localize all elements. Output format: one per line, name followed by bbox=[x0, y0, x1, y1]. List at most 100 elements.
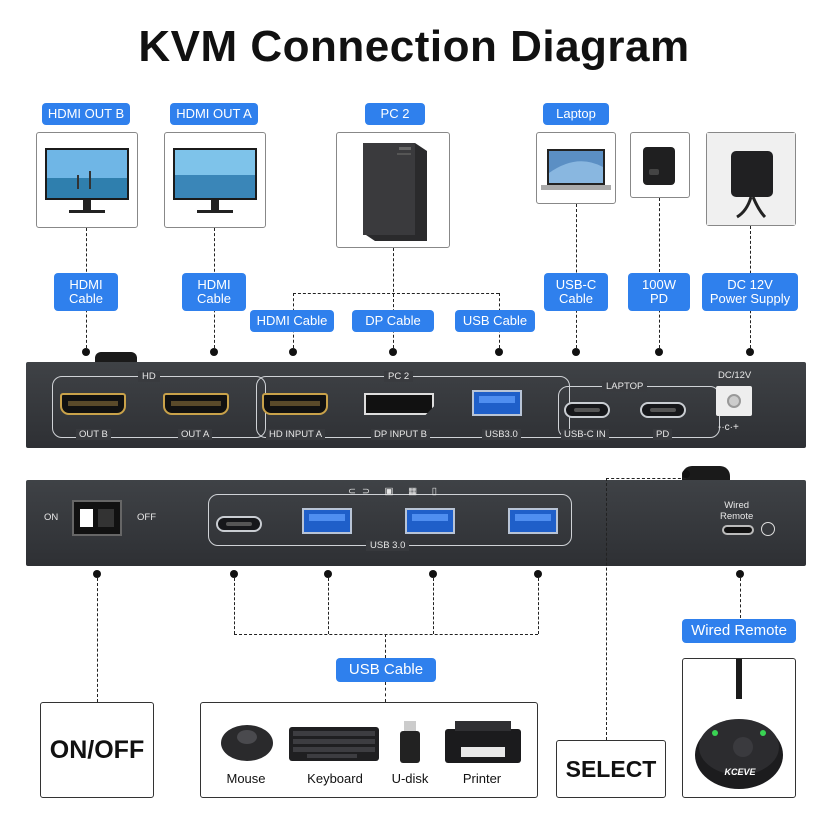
connector-line bbox=[328, 578, 329, 634]
pc2-card bbox=[336, 132, 450, 248]
hd-input-a-label: HD INPUT A bbox=[266, 429, 326, 440]
power-adapter-icon bbox=[707, 133, 795, 225]
usb-cable-bottom-label: USB Cable bbox=[336, 658, 436, 682]
pc-tower-icon bbox=[363, 143, 427, 241]
dc12v-label: DC/12V bbox=[718, 370, 752, 381]
label-hdmi-out-b: HDMI OUT B bbox=[42, 103, 130, 125]
diagram-title: KVM Connection Diagram bbox=[138, 22, 690, 71]
off-label: OFF bbox=[137, 512, 156, 523]
select-knob-rear bbox=[95, 352, 137, 364]
label-hdmi-out-a: HDMI OUT A bbox=[170, 103, 258, 125]
dc-polarity-icon: -·c·+ bbox=[718, 422, 739, 433]
select-box: SELECT bbox=[556, 740, 666, 798]
select-text: SELECT bbox=[565, 755, 657, 782]
connector-dot bbox=[534, 570, 542, 578]
usb30-front-label: USB 3.0 bbox=[366, 540, 410, 551]
connector-dot bbox=[572, 348, 580, 356]
hdmi-cable-a-label: HDMI Cable bbox=[182, 273, 246, 311]
connector-dot bbox=[736, 570, 744, 578]
connector-dot bbox=[746, 348, 754, 356]
usb30-front-port-3 bbox=[508, 508, 558, 534]
peripheral-icons: ⊂⊃ ▣ ▦ ▯ bbox=[348, 486, 444, 497]
usb30-label-rear: USB3.0 bbox=[482, 429, 521, 440]
charger-icon bbox=[643, 147, 675, 185]
wired-remote-icon bbox=[695, 659, 783, 789]
connector-dot bbox=[289, 348, 297, 356]
monitor-icon bbox=[173, 148, 257, 213]
kvm-front-panel: ON OFF USB 3.0 ⊂⊃ ▣ ▦ ▯ Wired Remote bbox=[26, 480, 806, 566]
connector-line bbox=[538, 578, 539, 634]
connector-dot bbox=[682, 470, 690, 478]
connector-dot bbox=[210, 348, 218, 356]
connector-line bbox=[385, 682, 386, 702]
connector-line bbox=[393, 248, 394, 348]
connector-dot bbox=[82, 348, 90, 356]
connector-line bbox=[433, 578, 434, 634]
connector-dot bbox=[93, 570, 101, 578]
laptop-card bbox=[536, 132, 616, 204]
usbc-in-label: USB-C IN bbox=[561, 429, 609, 440]
hd-input-a-port bbox=[262, 393, 328, 415]
connector-line bbox=[234, 578, 235, 634]
power-switch[interactable] bbox=[72, 500, 122, 536]
dp-input-b-port bbox=[364, 393, 434, 415]
wired-remote-port bbox=[722, 525, 754, 535]
wired-remote-label: Wired Remote bbox=[682, 619, 796, 643]
keyboard-label: Keyboard bbox=[307, 771, 363, 786]
udisk-label: U-disk bbox=[391, 771, 429, 786]
dc-jack bbox=[716, 386, 752, 416]
pd-label: PD bbox=[653, 429, 673, 440]
power-adapter-card bbox=[706, 132, 796, 226]
printer-icon bbox=[445, 721, 521, 763]
hdmi-out-a-port bbox=[163, 393, 229, 415]
dc-12v-label: DC 12V Power Supply bbox=[702, 273, 798, 311]
connector-line bbox=[606, 478, 686, 479]
hdmi-cable-label: HDMI Cable bbox=[250, 310, 334, 332]
pd-port bbox=[640, 402, 686, 418]
hdmi-cable-b-label: HDMI Cable bbox=[54, 273, 118, 311]
usb-drive-icon bbox=[400, 721, 420, 763]
connector-line bbox=[234, 634, 538, 635]
remote-jack-icon bbox=[761, 522, 775, 536]
label-laptop: Laptop bbox=[543, 103, 609, 125]
monitor-icon bbox=[45, 148, 129, 213]
mouse-label: Mouse bbox=[226, 771, 266, 786]
usb30-port-rear bbox=[472, 390, 522, 416]
on-off-text: ON/OFF bbox=[49, 735, 145, 764]
connector-line bbox=[740, 578, 741, 618]
out-a-label: OUT A bbox=[178, 429, 213, 440]
connector-line bbox=[606, 478, 607, 740]
pc2-group-label: PC 2 bbox=[384, 371, 414, 382]
pd-100w-label: 100W PD bbox=[628, 273, 690, 311]
usb30-front-port-2 bbox=[405, 508, 455, 534]
connector-dot bbox=[429, 570, 437, 578]
kvm-rear-panel: HD OUT B OUT A PC 2 HD INPUT A DP INPUT … bbox=[26, 362, 806, 448]
connector-dot bbox=[495, 348, 503, 356]
connector-line bbox=[385, 634, 386, 658]
on-label: ON bbox=[44, 512, 59, 523]
out-b-label: OUT B bbox=[76, 429, 111, 440]
pd-charger-card bbox=[630, 132, 690, 198]
hdmi-out-b-port bbox=[60, 393, 126, 415]
usb-cable-label: USB Cable bbox=[455, 310, 535, 332]
peripherals-box: Mouse Keyboard U-disk Printer bbox=[200, 702, 538, 798]
mouse-icon bbox=[221, 725, 273, 761]
usbc-cable-label: USB-C Cable bbox=[544, 273, 608, 311]
laptop-icon bbox=[541, 149, 611, 190]
wired-remote-box: KCEVE bbox=[682, 658, 796, 798]
laptop-group-label: LAPTOP bbox=[602, 381, 648, 392]
label-pc2: PC 2 bbox=[365, 103, 425, 125]
connector-dot bbox=[230, 570, 238, 578]
monitor-a-card bbox=[164, 132, 266, 228]
keyboard-icon bbox=[289, 727, 379, 761]
hd-group-label: HD bbox=[138, 371, 160, 382]
connector-dot bbox=[324, 570, 332, 578]
wired-remote-port-label: Wired Remote bbox=[720, 500, 754, 522]
connector-line bbox=[97, 578, 98, 702]
monitor-b-card bbox=[36, 132, 138, 228]
printer-label: Printer bbox=[462, 771, 502, 786]
connector-line bbox=[293, 293, 499, 294]
connector-dot bbox=[389, 348, 397, 356]
dp-input-b-label: DP INPUT B bbox=[371, 429, 430, 440]
usb30-front-port-1 bbox=[302, 508, 352, 534]
